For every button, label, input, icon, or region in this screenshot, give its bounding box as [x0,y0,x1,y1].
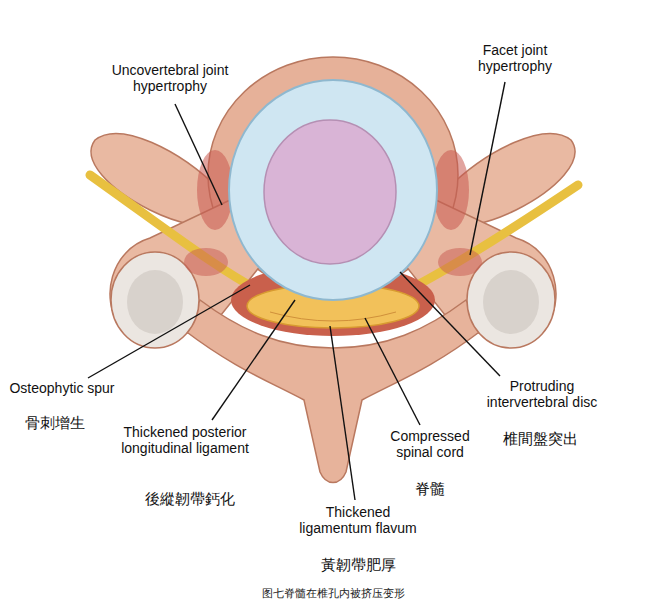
callout-label: 骨刺增生 [10,414,100,431]
callout-label: 黃韌帶肥厚 [298,556,418,573]
callout-label: Protruding intervertebral disc [482,378,602,410]
callout-label: 後縱韌帶鈣化 [120,490,260,507]
callout-label: 椎間盤突出 [485,430,595,447]
callout-label: Compressed spinal cord [375,428,485,460]
callout-label: 脊髓 [400,480,460,497]
callout-label: Thickened posterior longitudinal ligamen… [120,424,250,456]
callout-label: Thickened ligamentum flavum [293,504,423,536]
figure-caption: 图七脊髓在椎孔内被挤压变形 [133,586,533,601]
callout-label: Uncovertebral joint hypertrophy [95,62,245,94]
callout-label: Facet joint hypertrophy [455,42,575,74]
callout-label: Osteophytic spur [7,380,117,396]
